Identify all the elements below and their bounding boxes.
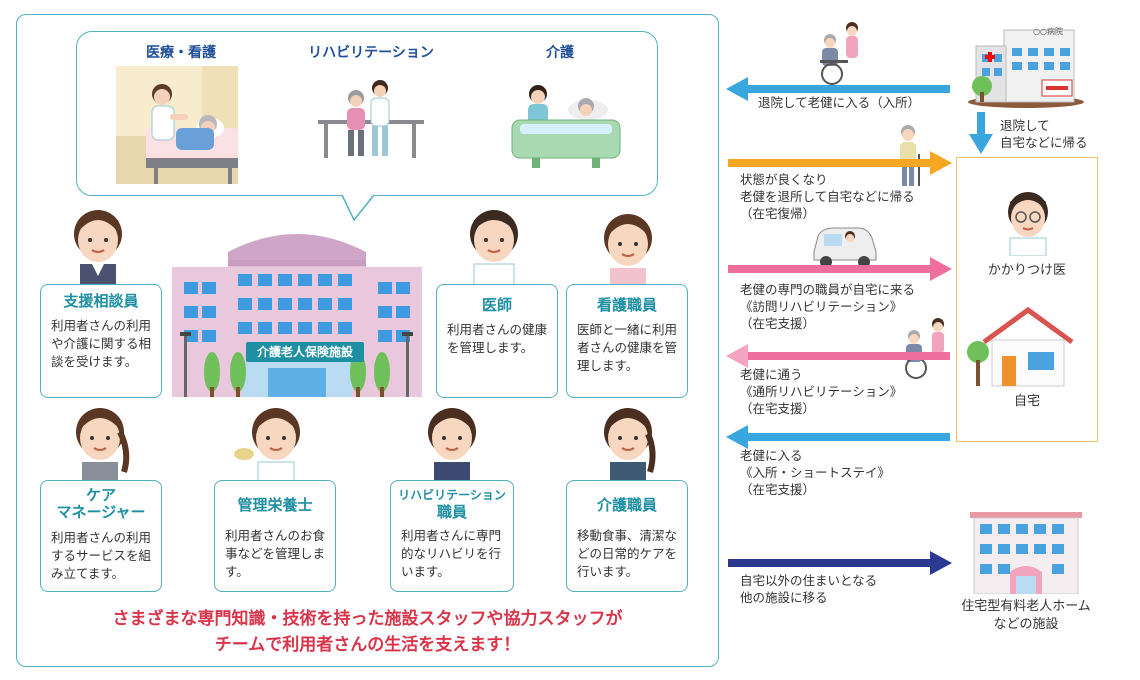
flow-short-stay-2: 《入所・ショートステイ》 bbox=[740, 465, 891, 480]
consultant-avatar bbox=[74, 210, 122, 286]
nurse-title: 看護職員 bbox=[596, 296, 657, 314]
flow-hospital-to-home-2: 自宅などに帰る bbox=[1000, 135, 1088, 150]
arrow-visit-rehab bbox=[728, 257, 952, 281]
care-manager-title-2: マネージャー bbox=[56, 503, 146, 521]
nurse-avatar bbox=[604, 214, 652, 286]
nutritionist-desc: 利用者さんのお食事などを管理します。 bbox=[225, 528, 326, 579]
care-worker-desc: 移動食事、清潔などの日常的ケアを行います。 bbox=[577, 528, 678, 579]
family-doctor-label: かかりつけ医 bbox=[987, 263, 1067, 278]
rehab-staff-desc: 利用者さんに専門的なリハビリを行います。 bbox=[401, 528, 502, 579]
flow-hospital-to-home-1: 退院して bbox=[1000, 118, 1050, 133]
flow-short-stay-3: （在宅支援） bbox=[740, 482, 816, 497]
nutritionist-avatar bbox=[234, 408, 300, 482]
consultant-card: 支援相談員 利用者さんの利用や介護に関する相談を受けます。 bbox=[40, 284, 162, 398]
nurse-bedside-illustration bbox=[116, 66, 238, 184]
flow-short-stay-1: 老健に入る bbox=[740, 448, 803, 463]
consultant-title: 支援相談員 bbox=[63, 292, 139, 310]
arrow-day-rehab bbox=[726, 344, 950, 368]
hospital-sign: ○○病院 bbox=[1033, 27, 1063, 36]
flow-hospital-to-facility: 退院して老健に入る（入所） bbox=[758, 95, 921, 110]
flow-day-rehab-3: （在宅支援） bbox=[740, 401, 816, 416]
flow-visit-rehab-1: 老健の専門の職員が自宅に来る bbox=[740, 282, 916, 297]
other-facility-label-1: 住宅型有料老人ホーム bbox=[961, 599, 1091, 614]
flow-return-home-2: 老健を退所して自宅などに帰る bbox=[740, 189, 915, 204]
nurse-desc: 医師と一緒に利用者さんの健康を管理します。 bbox=[577, 322, 678, 373]
arrow-hospital-to-home bbox=[969, 112, 993, 154]
care-manager-card: ケア マネージャー 利用者さんの利用するサービスを組み立てます。 bbox=[40, 480, 162, 592]
flow-other-facility-2: 他の施設に移る bbox=[740, 590, 828, 605]
flow-day-rehab-2: 《通所リハビリテーション》 bbox=[740, 384, 903, 399]
flow-return-home-3: （在宅復帰） bbox=[740, 206, 816, 221]
doctor-title: 医師 bbox=[481, 296, 512, 314]
consultant-desc: 利用者さんの利用や介護に関する相談を受けます。 bbox=[51, 318, 152, 369]
arrow-return-home bbox=[728, 151, 952, 175]
doctor-desc: 利用者さんの健康を管理します。 bbox=[447, 322, 548, 355]
care-worker-card: 介護職員 移動食事、清潔などの日常的ケアを行います。 bbox=[566, 480, 688, 592]
flow-return-home-1: 状態が良くなり bbox=[740, 172, 828, 187]
nursing-home-icon bbox=[970, 512, 1082, 594]
care-manager-title-1: ケア bbox=[85, 486, 116, 504]
family-doctor-avatar bbox=[1008, 192, 1048, 256]
wheelchair-user-icon bbox=[820, 22, 858, 85]
care-label-medical: 医療・看護 bbox=[146, 45, 216, 61]
home-icon bbox=[967, 306, 1074, 387]
care-label-rehab: リハビリテーション bbox=[308, 45, 434, 61]
care-worker-avatar bbox=[604, 408, 656, 482]
care-worker-title: 介護職員 bbox=[596, 496, 657, 514]
bubble-tail bbox=[341, 194, 375, 222]
facility-sign: 介護老人保険施設 bbox=[246, 342, 364, 362]
rehab-staff-card: リハビリテーション 職員 利用者さんに専門的なリハビリを行います。 bbox=[390, 480, 514, 592]
doctor-avatar bbox=[470, 210, 518, 286]
rehab-staff-avatar bbox=[428, 408, 476, 482]
care-label-care: 介護 bbox=[546, 45, 574, 61]
flow-other-facility-1: 自宅以外の住まいとなる bbox=[740, 573, 878, 588]
team-message-line1: さまざまな専門知識・技術を持った施設スタッフや協力スタッフが bbox=[112, 609, 623, 629]
rehab-staff-title-2: 職員 bbox=[436, 503, 467, 521]
arrow-other-facility bbox=[728, 551, 952, 575]
team-message-line2: チームで利用者さんの生活を支えます！ bbox=[214, 635, 521, 655]
facility-building-icon bbox=[172, 234, 422, 397]
arrow-hospital-to-facility bbox=[726, 77, 950, 101]
nutritionist-card: 管理栄養士 利用者さんのお食事などを管理します。 bbox=[214, 480, 336, 592]
flow-visit-rehab-2: 《訪問リハビリテーション》 bbox=[740, 299, 903, 314]
flow-day-rehab-1: 老健に通う bbox=[740, 367, 803, 382]
home-label: 自宅 bbox=[1013, 394, 1040, 409]
rehab-staff-title-1: リハビリテーション bbox=[398, 488, 506, 502]
arrow-short-stay bbox=[726, 425, 950, 449]
doctor-card: 医師 利用者さんの健康を管理します。 bbox=[436, 284, 558, 398]
flow-visit-rehab-3: （在宅支援） bbox=[740, 316, 816, 331]
bath-care-illustration bbox=[511, 85, 621, 168]
other-facility-label-2: などの施設 bbox=[993, 617, 1059, 632]
hospital-icon bbox=[968, 29, 1084, 108]
care-manager-desc: 利用者さんの利用するサービスを組み立てます。 bbox=[51, 530, 152, 581]
rehab-walking-illustration bbox=[318, 80, 424, 158]
nurse-card: 看護職員 医師と一緒に利用者さんの健康を管理します。 bbox=[566, 284, 688, 398]
nutritionist-title: 管理栄養士 bbox=[237, 496, 313, 514]
care-manager-avatar bbox=[76, 408, 130, 482]
